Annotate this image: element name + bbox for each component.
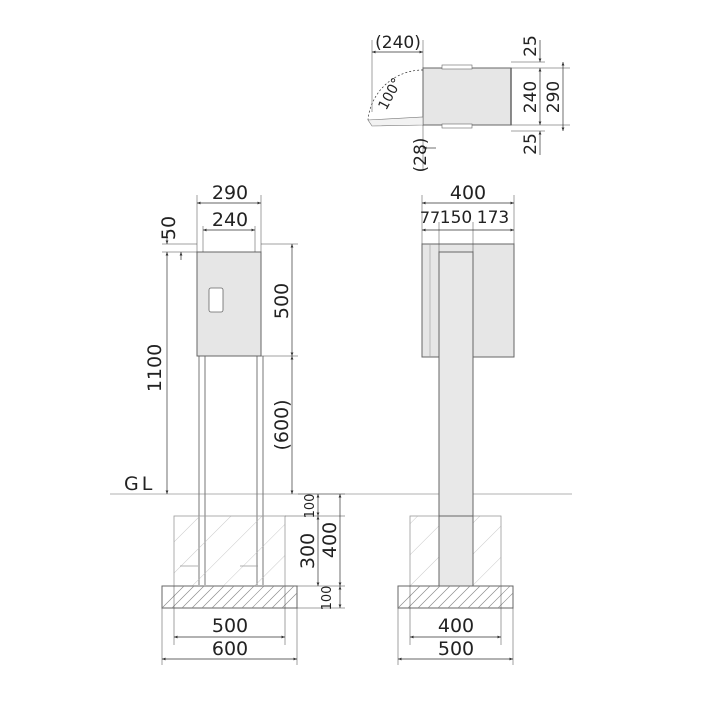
side-mail-slot-icon (208, 287, 224, 313)
front-base-slab (397, 585, 514, 609)
side-embed-total-label: 400 (319, 522, 341, 558)
side-box-height-label: 500 (271, 283, 293, 319)
plan-top-margin-label: 25 (521, 35, 541, 57)
front-left-offset-label: 77 (420, 208, 440, 227)
side-total-height-label: 1100 (144, 344, 166, 392)
side-inner-width-label: 240 (212, 209, 248, 231)
plan-door-gap-label: (28) (411, 138, 431, 173)
side-view: GL 290 240 (110, 182, 572, 665)
front-post-width-label: 150 (440, 208, 472, 228)
side-box-body (196, 251, 262, 357)
ground-label: GL (124, 473, 155, 495)
front-base-inner-label: 400 (438, 615, 474, 637)
plan-view: (240) 25 240 290 25 (28) 100° (367, 33, 570, 173)
side-top-offset-label: 50 (158, 216, 180, 240)
side-footing (173, 515, 286, 587)
side-base-slab (161, 585, 298, 609)
side-outer-width-label: 290 (212, 182, 248, 204)
front-view: 400 77 150 173 400 500 (397, 182, 515, 665)
side-post-clear-label: (600) (271, 399, 293, 450)
side-embed-bottom-label: 100 (320, 586, 335, 611)
plan-depth-outer-label: 290 (544, 81, 564, 113)
front-box-width-label: 400 (450, 182, 486, 204)
side-base-inner-label: 500 (212, 615, 248, 637)
door-swing-arc (367, 69, 424, 121)
plan-bottom-margin-label: 25 (521, 133, 541, 155)
front-base-outer-label: 500 (438, 638, 474, 660)
plan-top-flange (441, 64, 473, 70)
plan-door-angle-label: 100° (375, 75, 405, 112)
door-open-leaf (367, 116, 424, 127)
side-base-outer-label: 600 (212, 638, 248, 660)
front-right-offset-label: 173 (477, 208, 509, 228)
plan-depth-inner-label: 240 (521, 81, 541, 113)
side-embed-top-label: 100 (303, 494, 318, 519)
side-embed-mid-label: 300 (297, 533, 319, 569)
plan-bottom-flange (441, 123, 473, 129)
plan-box-body (422, 67, 512, 126)
plan-open-depth-label: (240) (375, 33, 421, 53)
